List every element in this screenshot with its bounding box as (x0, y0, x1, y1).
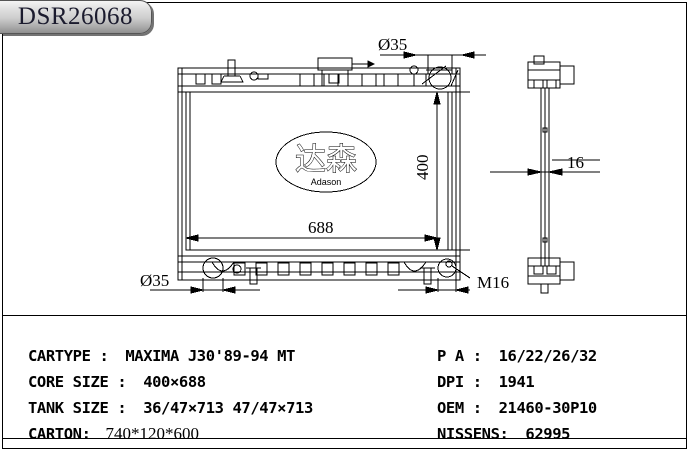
top-inlet-port (409, 65, 452, 90)
spec-value-oem: 21460-30P10 (498, 399, 598, 417)
part-number-label: DSR26068 (17, 3, 134, 30)
spec-value-pa: 16/22/26/32 (498, 347, 598, 365)
spec-row-dpi: DPI : 1941 (437, 369, 597, 395)
logo-chinese-characters: 达森 (295, 142, 357, 178)
spec-value-nissens: 62995 (525, 425, 571, 443)
spec-left-column: CARTYPE : MAXIMA J30'89-94 MT CORE SIZE … (28, 343, 313, 447)
table-bottom-divider (3, 438, 686, 439)
spec-row-nissens: NISSENS: 62995 (437, 421, 597, 447)
spec-row-cartype: CARTYPE : MAXIMA J30'89-94 MT (28, 343, 313, 369)
spec-row-pa: P A : 16/22/26/32 (437, 343, 597, 369)
dim-label-side-thickness: 16 (567, 153, 584, 172)
dim-side-thickness (490, 159, 600, 176)
dim-top-inlet (380, 51, 486, 74)
spec-value-cartype: MAXIMA J30'89-94 MT (125, 347, 296, 365)
side-view-bottom-tank (527, 257, 575, 294)
dim-label-bottom-outlet: Ø35 (140, 271, 169, 290)
top-left-bracket (220, 59, 244, 83)
dim-bottom-outlet (150, 278, 260, 294)
dim-label-m16: M16 (477, 273, 509, 292)
logo-brand-name: Adason (311, 177, 342, 187)
spec-row-carton: CARTON: 740*120*600 (28, 421, 313, 447)
dim-label-top-inlet: Ø35 (378, 35, 407, 54)
spec-label-oem: OEM : (437, 399, 482, 417)
dim-label-core-height: 400 (413, 155, 432, 181)
spec-label-carton: CARTON: (28, 425, 91, 443)
table-top-divider (3, 315, 686, 316)
spec-row-core-size: CORE SIZE : 400×688 (28, 369, 313, 395)
radiator-front-view (177, 57, 471, 285)
side-view-top-tank (527, 55, 575, 89)
part-number-banner: DSR26068 (0, 0, 152, 34)
spec-label-pa: P A : (437, 347, 482, 365)
spec-row-oem: OEM : 21460-30P10 (437, 395, 597, 421)
bottom-mount-pins (246, 267, 435, 285)
filler-neck-assembly (317, 57, 376, 87)
spec-value-core-size: 400×688 (143, 373, 206, 391)
spec-label-dpi: DPI : (437, 373, 482, 391)
brand-logo (275, 131, 377, 193)
dim-label-core-width: 688 (308, 218, 334, 237)
bottom-tank-crimps (211, 261, 427, 276)
bottom-drain-valve (232, 264, 242, 274)
spec-value-dpi: 1941 (498, 373, 535, 391)
spec-label-nissens: NISSENS: (437, 425, 509, 443)
spec-value-carton: 740*120*600 (105, 424, 199, 443)
spec-label-core-size: CORE SIZE : (28, 373, 127, 391)
m16-leader (445, 260, 471, 279)
spec-label-cartype: CARTYPE : (28, 347, 109, 365)
dim-core-height (433, 91, 470, 251)
spec-value-tank-size: 36/47×713 47/47×713 (143, 399, 313, 417)
dim-m16 (398, 278, 470, 294)
spec-row-tank-size: TANK SIZE : 36/47×713 47/47×713 (28, 395, 313, 421)
bottom-outlet-port (202, 257, 224, 279)
spec-right-column: P A : 16/22/26/32 DPI : 1941 OEM : 21460… (437, 343, 597, 447)
dim-core-width (185, 234, 438, 242)
top-tank-small-nipple (249, 71, 269, 81)
spec-label-tank-size: TANK SIZE : (28, 399, 127, 417)
radiator-side-view (527, 55, 575, 294)
